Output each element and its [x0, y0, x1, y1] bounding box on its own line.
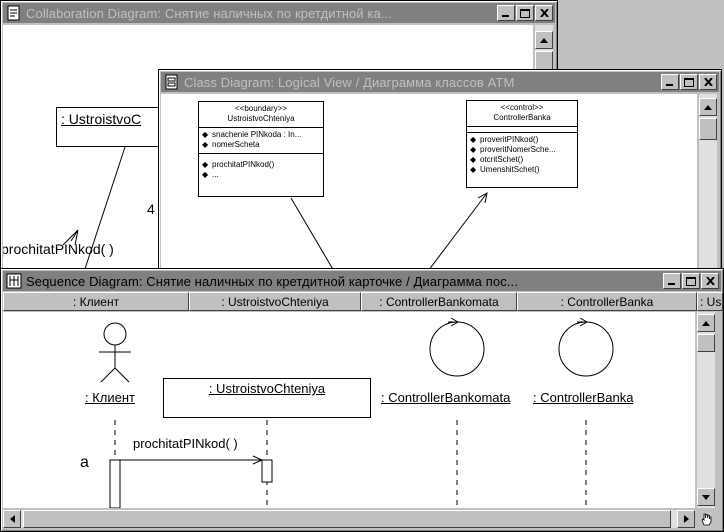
class-a-operation: prochitatPINkod()	[212, 160, 275, 169]
class-vscroll[interactable]	[699, 94, 717, 281]
maximize-icon	[686, 276, 696, 286]
note-label: a	[80, 454, 89, 471]
operation-icon: ◆	[470, 135, 477, 144]
collab-link-number: 4	[147, 201, 155, 217]
control-banka-figure	[558, 317, 614, 377]
maximize-icon	[684, 77, 694, 87]
header-klient[interactable]: : Клиент	[3, 292, 189, 311]
class-b-operation: proveritNomerSche...	[480, 145, 556, 154]
close-button[interactable]	[699, 74, 717, 90]
sequence-diagram-window[interactable]: Sequence Diagram: Снятие наличных по кре…	[0, 268, 724, 532]
minimize-button[interactable]	[661, 74, 679, 90]
sequence-hscroll[interactable]	[3, 510, 695, 528]
maximize-button[interactable]	[680, 74, 698, 90]
scroll-up-button[interactable]	[535, 31, 553, 49]
header-controllerbanka[interactable]: : ControllerBanka	[517, 292, 697, 311]
operation-icon: ◆	[202, 170, 209, 179]
close-icon	[705, 277, 715, 285]
class-b-stereotype: <<control>>	[500, 103, 544, 112]
operation-icon: ◆	[470, 155, 477, 164]
minimize-icon	[502, 15, 509, 17]
header-ustroistvochteniya[interactable]: : UstroistvoChteniya	[189, 292, 361, 311]
attribute-icon: ◆	[202, 130, 209, 139]
arrow-down-icon	[702, 494, 710, 500]
sequence-canvas[interactable]: : UstroistvoChteniya : Клиент : Controll…	[3, 312, 695, 508]
class-canvas[interactable]: <<boundary>>UstroistvoChteniya ◆snacheni…	[161, 94, 697, 281]
arrow-up-icon	[704, 104, 712, 110]
close-button[interactable]	[701, 273, 719, 289]
collaboration-title: Collaboration Diagram: Снятие наличных п…	[26, 5, 392, 21]
diagram-document-icon	[165, 74, 178, 90]
scroll-up-button[interactable]	[699, 98, 717, 116]
lifeline-headers: : Клиент : UstroistvoChteniya : Controll…	[3, 292, 723, 311]
collab-object-label: : UstroistvoC	[61, 111, 142, 127]
class-box-controllerbanka[interactable]: <<control>>ControllerBanka ◆proveritPINk…	[466, 100, 578, 188]
class-a-attribute: nomerScheta	[212, 140, 260, 149]
scroll-thumb[interactable]	[699, 118, 717, 140]
control-bankomata-label: : ControllerBankomata	[381, 390, 511, 405]
collab-message-label: prochitatPINkod( )	[3, 241, 114, 257]
header-controllerbankomata[interactable]: : ControllerBankomata	[361, 292, 517, 311]
operation-icon: ◆	[470, 165, 477, 174]
sequence-document-icon	[6, 273, 22, 289]
operation-icon: ◆	[470, 145, 477, 154]
control-banka-label: : ControllerBanka	[533, 390, 634, 405]
class-b-name: ControllerBanka	[493, 113, 551, 122]
maximize-icon	[520, 8, 530, 18]
actor-klient-figure	[99, 322, 131, 383]
operation-icon: ◆	[202, 160, 209, 169]
class-a-attribute: snachenie PINkoda : In...	[212, 130, 302, 139]
arrow-right-icon	[683, 515, 689, 523]
close-button[interactable]	[535, 5, 553, 21]
minimize-icon	[668, 283, 675, 285]
maximize-button[interactable]	[682, 273, 700, 289]
control-bankomata-figure	[429, 317, 485, 377]
class-a-stereotype: <<boundary>>	[234, 104, 288, 113]
class-titlebar[interactable]: Class Diagram: Logical View / Диаграмма …	[161, 72, 719, 92]
class-box-ustroistvochteniya[interactable]: <<boundary>>UstroistvoChteniya ◆snacheni…	[198, 101, 324, 197]
arrow-up-icon	[540, 37, 548, 43]
collaboration-titlebar[interactable]: Collaboration Diagram: Снятие наличных п…	[3, 3, 555, 23]
scroll-thumb[interactable]	[697, 334, 715, 352]
maximize-button[interactable]	[516, 5, 534, 21]
class-b-operation: UmenshitSchet()	[480, 165, 540, 174]
close-icon	[539, 9, 549, 17]
class-diagram-window[interactable]: Class Diagram: Logical View / Диаграмма …	[158, 69, 722, 282]
arrow-up-icon	[702, 320, 710, 326]
close-icon	[703, 78, 713, 86]
scroll-up-button[interactable]	[697, 314, 715, 332]
minimize-button[interactable]	[663, 273, 681, 289]
sequence-drawing	[99, 317, 614, 508]
hscroll-thumb[interactable]	[23, 510, 671, 528]
header-us[interactable]: : Us	[697, 292, 723, 311]
arrow-left-icon	[9, 515, 15, 523]
minimize-button[interactable]	[497, 5, 515, 21]
sequence-title: Sequence Diagram: Снятие наличных по кре…	[26, 273, 518, 289]
scroll-down-button[interactable]	[697, 488, 715, 506]
message-label: prochitatPINkod( )	[133, 436, 238, 451]
size-grip[interactable]	[697, 510, 715, 528]
class-b-operation: otcritSchet()	[480, 155, 524, 164]
collab-object-box[interactable]	[56, 107, 176, 147]
actor-klient-label: : Клиент	[85, 390, 136, 405]
class-b-operation: proveritPINkod()	[480, 135, 539, 144]
scroll-left-button[interactable]	[3, 510, 21, 528]
class-title: Class Diagram: Logical View / Диаграмма …	[184, 74, 515, 90]
sequence-titlebar[interactable]: Sequence Diagram: Снятие наличных по кре…	[3, 271, 721, 291]
attribute-icon: ◆	[202, 140, 209, 149]
object-ustroistvochteniya[interactable]: : UstroistvoChteniya	[163, 378, 371, 418]
diagram-document-icon	[7, 5, 20, 21]
collab-link-line	[62, 146, 126, 279]
class-a-operation: ...	[212, 170, 219, 179]
scroll-right-button[interactable]	[677, 510, 695, 528]
hand-cursor-icon	[701, 513, 712, 526]
sequence-vscroll[interactable]	[697, 312, 715, 508]
minimize-icon	[666, 84, 673, 86]
class-a-name: UstroistvoChteniya	[227, 114, 295, 123]
object-ustroistvochteniya-label: : UstroistvoChteniya	[208, 381, 326, 396]
